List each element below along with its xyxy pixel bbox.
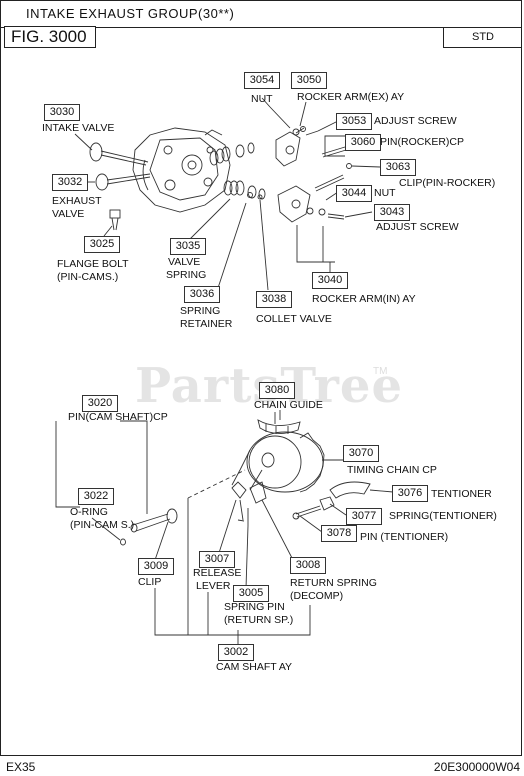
part-label-valve: VALVE <box>52 208 85 220</box>
part-label-rocker-arm-ex: ROCKER ARM(EX) AY <box>297 91 405 103</box>
part-label-return-spring: RETURN SPRING <box>290 577 377 589</box>
part-label-flange-bolt: FLANGE BOLT <box>57 258 129 270</box>
page-title: INTAKE EXHAUST GROUP(30**) <box>26 6 235 21</box>
part-label-clip-pin-rocker: CLIP(PIN-ROCKER) <box>399 177 496 189</box>
part-label-release: RELEASE <box>193 567 242 579</box>
part-label-lever: LEVER <box>196 580 231 592</box>
part-label-pin-rocker: PIN(ROCKER)CP <box>380 136 465 148</box>
lower-leader-lines <box>55 412 394 645</box>
part-label-pin-tentioner: PIN (TENTIONER) <box>360 531 449 543</box>
document-code: 20E300000W04 <box>433 760 520 774</box>
part-label-exhaust: EXHAUST <box>52 195 102 207</box>
part-label-adjust-screw-ex: ADJUST SCREW <box>374 115 457 127</box>
exhaust-valve-illustration <box>95 173 151 191</box>
part-label-spring: SPRING <box>180 305 221 317</box>
part-label-intake-valve: INTAKE VALVE <box>42 122 115 134</box>
part-num-3076[interactable]: 3076 <box>392 485 428 502</box>
variant-label: STD <box>443 28 522 48</box>
part-num-3050[interactable]: 3050 <box>291 72 327 89</box>
part-label-adjust-screw-in: ADJUST SCREW <box>376 221 459 233</box>
part-num-3038[interactable]: 3038 <box>256 291 292 308</box>
watermark-tm: TM <box>373 366 388 377</box>
part-label-tentioner: TENTIONER <box>431 488 492 500</box>
part-label-nut-in: NUT <box>374 187 396 199</box>
page-frame <box>0 0 522 756</box>
part-label-spring-tentioner: SPRING(TENTIONER) <box>389 510 497 522</box>
chain-guide-illustration <box>257 410 301 434</box>
part-label-rocker-arm-in: ROCKER ARM(IN) AY <box>312 293 416 305</box>
part-label-retainer: RETAINER <box>180 318 233 330</box>
part-num-3070[interactable]: 3070 <box>343 445 379 462</box>
part-label-decomp: (DECOMP) <box>290 590 344 602</box>
part-label-pin-cams: (PIN-CAMS.) <box>57 271 119 283</box>
part-num-3054[interactable]: 3054 <box>244 72 280 89</box>
part-num-3080[interactable]: 3080 <box>259 382 295 399</box>
part-num-3040[interactable]: 3040 <box>312 272 348 289</box>
part-label-collet-valve: COLLET VALVE <box>256 313 332 325</box>
rocker-pin-illustration <box>314 146 352 192</box>
cylinder-head-illustration <box>132 127 231 213</box>
part-num-3043[interactable]: 3043 <box>374 204 410 221</box>
part-num-3007[interactable]: 3007 <box>199 551 235 568</box>
part-label-timing-chain: TIMING CHAIN CP <box>347 464 437 476</box>
part-label-cam-shaft: CAM SHAFT AY <box>216 661 293 673</box>
valve-spring-illustration <box>209 142 266 200</box>
part-num-3036[interactable]: 3036 <box>184 286 220 303</box>
part-label-nut-ex: NUT <box>251 93 273 105</box>
cam-shaft-pin-illustration <box>120 508 178 546</box>
part-label-pin-cam-s: (PIN-CAM S.) <box>70 519 135 531</box>
flange-bolt-illustration <box>109 209 121 231</box>
intake-valve-illustration <box>89 142 149 166</box>
part-num-3035[interactable]: 3035 <box>170 238 206 255</box>
part-num-3005[interactable]: 3005 <box>233 585 269 602</box>
part-label-pin-cam-shaft: PIN(CAM SHAFT)CP <box>68 411 168 423</box>
part-label-valve-spring-2: SPRING <box>166 269 207 281</box>
part-label-valve-spring-1: VALVE <box>168 256 201 268</box>
part-num-3030[interactable]: 3030 <box>44 104 80 121</box>
part-num-3032[interactable]: 3032 <box>52 174 88 191</box>
header-bar: INTAKE EXHAUST GROUP(30**) <box>0 0 522 28</box>
part-num-3053[interactable]: 3053 <box>336 113 372 130</box>
part-num-3060[interactable]: 3060 <box>345 134 381 151</box>
part-num-3077[interactable]: 3077 <box>346 508 382 525</box>
part-num-3008[interactable]: 3008 <box>290 557 326 574</box>
timing-chain-gear-illustration <box>231 431 325 493</box>
figure-number: FIG. 3000 <box>4 26 96 48</box>
model-code: EX35 <box>6 760 36 774</box>
part-label-spring-pin: SPRING PIN <box>224 601 285 613</box>
part-num-3002[interactable]: 3002 <box>218 644 254 661</box>
upper-leader-lines <box>74 97 381 291</box>
part-num-3063[interactable]: 3063 <box>380 159 416 176</box>
part-num-3020[interactable]: 3020 <box>82 395 118 412</box>
part-label-o-ring: O-RING <box>70 506 108 518</box>
rocker-arm-in-illustration <box>277 185 345 223</box>
part-label-clip: CLIP <box>138 576 162 588</box>
exploded-parts-drawing <box>55 97 394 645</box>
part-num-3009[interactable]: 3009 <box>138 558 174 575</box>
release-lever-illustration <box>231 481 267 526</box>
rocker-arm-ex-illustration <box>275 126 319 167</box>
part-num-3025[interactable]: 3025 <box>84 236 120 253</box>
part-num-3022[interactable]: 3022 <box>78 488 114 505</box>
part-num-3078[interactable]: 3078 <box>321 525 357 542</box>
part-label-chain-guide: CHAIN GUIDE <box>254 399 323 411</box>
tentioner-illustration <box>292 481 371 520</box>
part-num-3044[interactable]: 3044 <box>336 185 372 202</box>
part-label-return-sp: (RETURN SP.) <box>224 614 294 626</box>
